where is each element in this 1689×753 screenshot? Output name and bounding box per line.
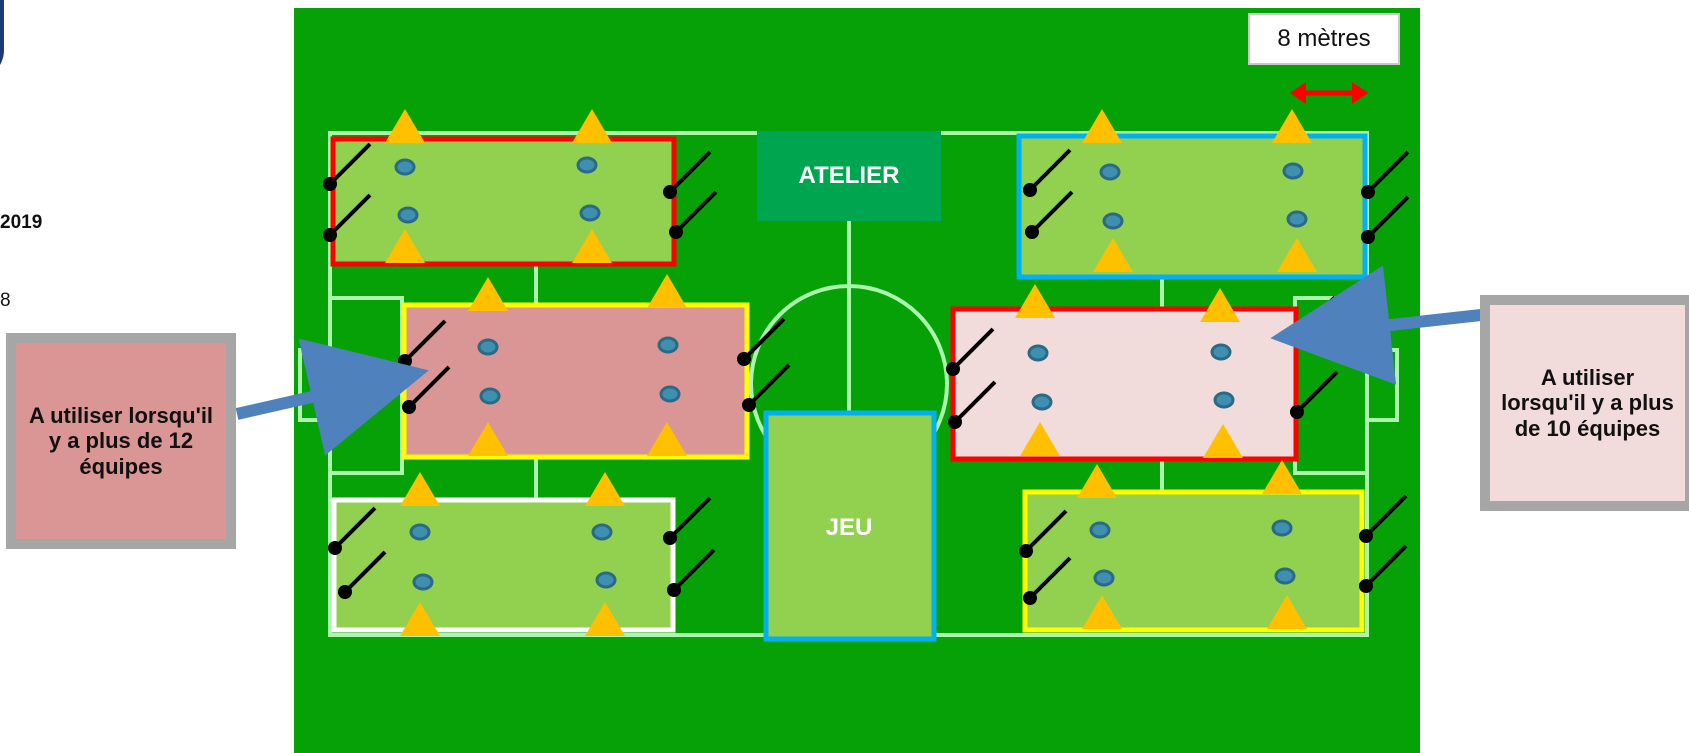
cone-icon (572, 229, 612, 263)
cone-icon (1272, 109, 1312, 143)
cone-icon (1277, 238, 1317, 272)
cone-icon (1082, 595, 1122, 629)
disc-icon (657, 336, 679, 354)
cone-icon (1262, 460, 1302, 494)
atelier-label: ATELIER (757, 131, 941, 221)
cone-icon (385, 109, 425, 143)
disc-icon (1271, 519, 1293, 537)
zone-mid-left (401, 302, 750, 460)
right-goal (1365, 348, 1399, 422)
cone-icon (1203, 424, 1243, 458)
scale-label: 8 mètres (1248, 13, 1400, 65)
note-right-text: A utiliser lorsqu'il y a plus de 10 équi… (1501, 365, 1674, 441)
cone-icon (1093, 238, 1133, 272)
pole-icon (663, 496, 712, 545)
zone-bottom-left (331, 497, 676, 633)
pole-icon (669, 190, 718, 239)
disc-icon (1027, 344, 1049, 362)
disc-icon (1286, 210, 1308, 228)
disc-icon (1031, 393, 1053, 411)
pole-icon (663, 150, 712, 199)
pole-icon (1023, 556, 1072, 605)
disc-icon (1213, 391, 1235, 409)
pole-icon (1361, 150, 1410, 199)
logo-icon (0, 0, 4, 80)
note-left: A utiliser lorsqu'il y a plus de 12 équi… (6, 333, 236, 549)
cone-icon (468, 277, 508, 311)
pole-icon (323, 142, 372, 191)
disc-icon (479, 387, 501, 405)
pole-icon (1023, 148, 1072, 197)
disc-icon (412, 573, 434, 591)
cone-icon (647, 422, 687, 456)
cone-icon (1015, 284, 1055, 318)
cone-icon (1020, 422, 1060, 456)
pole-icon (1359, 494, 1408, 543)
zone-jeu (763, 410, 937, 642)
disc-icon (1089, 521, 1111, 539)
zone-mid-right (950, 306, 1299, 462)
pole-icon (1359, 544, 1408, 593)
disc-icon (397, 206, 419, 224)
cone-icon (585, 472, 625, 506)
pole-icon (742, 363, 791, 412)
pole-icon (1019, 509, 1068, 558)
disc-icon (394, 158, 416, 176)
zone-top-left (330, 136, 677, 267)
disc-icon (1099, 163, 1121, 181)
cone-icon (400, 472, 440, 506)
disc-icon (409, 523, 431, 541)
disc-icon (591, 523, 613, 541)
pole-icon (328, 506, 377, 555)
pole-icon (338, 550, 387, 599)
note-right: A utiliser lorsqu'il y a plus de 10 équi… (1480, 295, 1689, 511)
disc-icon (659, 385, 681, 403)
zone-top-right (1016, 133, 1368, 280)
double-arrow-icon (1290, 82, 1306, 104)
cone-icon (585, 602, 625, 636)
cone-icon (400, 602, 440, 636)
pole-icon (948, 380, 997, 429)
cone-icon (572, 109, 612, 143)
year-text: 2019 (0, 212, 43, 233)
pole-icon (323, 193, 372, 242)
digit-text: 8 (0, 290, 11, 311)
scale-arrow (1290, 82, 1368, 104)
left-goal (298, 348, 332, 422)
pointer-arrow-icon (235, 338, 429, 456)
cone-icon (385, 229, 425, 263)
zone-bottom-right (1022, 489, 1365, 633)
cone-icon (1200, 288, 1240, 322)
cone-icon (1077, 464, 1117, 498)
note-left-text: A utiliser lorsqu'il y a plus de 12 équi… (28, 403, 214, 479)
disc-icon (1210, 343, 1232, 361)
pole-icon (1361, 195, 1410, 244)
cone-icon (468, 422, 508, 456)
disc-icon (1102, 212, 1124, 230)
disc-icon (1282, 162, 1304, 180)
pole-icon (667, 548, 716, 597)
disc-icon (576, 156, 598, 174)
disc-icon (595, 571, 617, 589)
pointer-arrow-icon (1270, 265, 1491, 385)
disc-icon (477, 338, 499, 356)
cone-icon (647, 274, 687, 308)
cone-icon (1082, 109, 1122, 143)
disc-icon (579, 204, 601, 222)
pole-icon (1025, 190, 1074, 239)
pole-icon (946, 327, 995, 376)
cone-icon (1267, 595, 1307, 629)
disc-icon (1093, 569, 1115, 587)
pole-icon (737, 317, 786, 366)
disc-icon (1274, 567, 1296, 585)
